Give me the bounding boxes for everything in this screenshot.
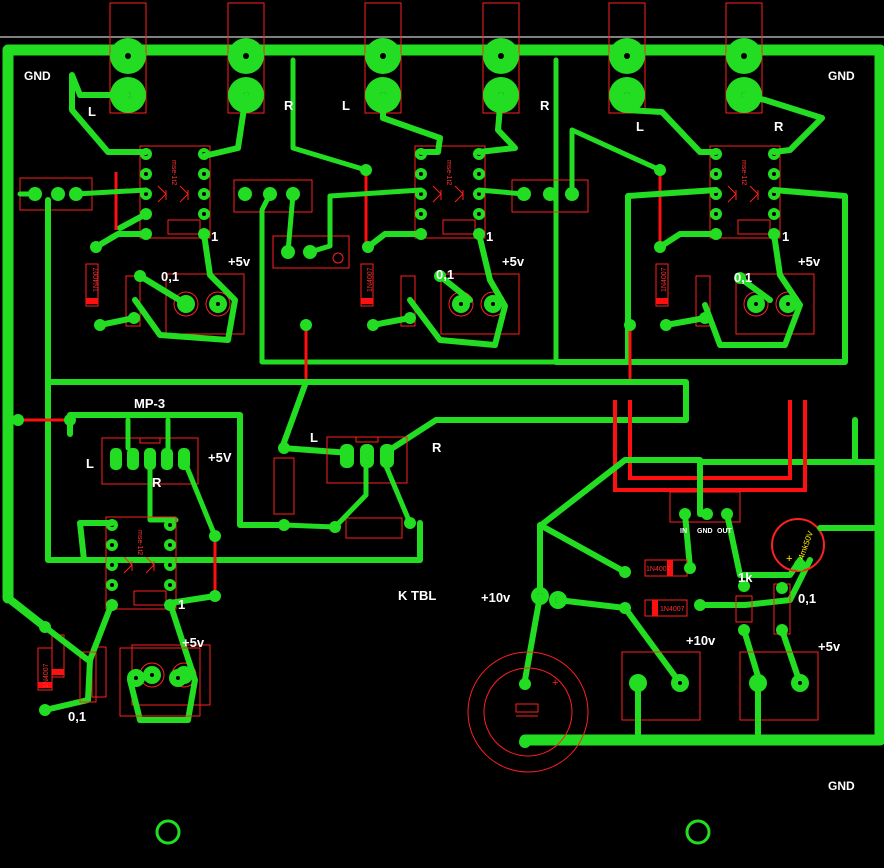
reg-out-label: OUT bbox=[717, 528, 733, 535]
supply-label: +5v bbox=[818, 639, 841, 654]
plus-mark: + bbox=[786, 553, 792, 565]
gnd-label: GND bbox=[828, 69, 855, 83]
channel-1 bbox=[17, 72, 249, 343]
pin1-label: 1 bbox=[486, 229, 493, 244]
reg-in-label: IN bbox=[680, 528, 687, 535]
reg-gnd-label: GND bbox=[697, 528, 713, 535]
diode-label: 1N4007 bbox=[646, 566, 671, 573]
cap-label: 0,1 bbox=[161, 269, 179, 284]
gnd-frame bbox=[2, 44, 884, 746]
ch2-right-label: R bbox=[540, 98, 550, 113]
opamp-label: mse-1t2 bbox=[445, 160, 452, 185]
mount-hole-left bbox=[155, 819, 181, 845]
supply-label: +10v bbox=[481, 590, 511, 605]
mid-left-label: L bbox=[310, 430, 318, 445]
ktbl-label: K TBL bbox=[398, 588, 436, 603]
diode-label: 1N4007 bbox=[661, 267, 668, 292]
pin1-label: 1 bbox=[211, 229, 218, 244]
mp3-module bbox=[37, 417, 221, 723]
channel-3 bbox=[476, 92, 848, 382]
opamp-label: mse-1t2 bbox=[170, 160, 177, 185]
mp3-right-label: R bbox=[152, 475, 162, 490]
ch3-left-label: L bbox=[636, 119, 644, 134]
gnd-label: GND bbox=[24, 69, 51, 83]
mid-connector bbox=[273, 436, 416, 539]
channel-2 bbox=[233, 57, 559, 382]
resistor-label: 1k bbox=[738, 570, 753, 585]
cap-label: 0,1 bbox=[798, 591, 816, 606]
cap-label: 0,1 bbox=[68, 709, 86, 724]
diode-label: 1N4007 bbox=[367, 267, 374, 292]
ch2-left-label: L bbox=[342, 98, 350, 113]
cap-label: 0,1 bbox=[734, 270, 752, 285]
ch1-right-label: R bbox=[284, 98, 294, 113]
opamp-label: mse-1t2 bbox=[740, 160, 747, 185]
diode-label: 1N4007 bbox=[43, 663, 50, 688]
ch3-right-label: R bbox=[774, 119, 784, 134]
mount-hole-right bbox=[685, 819, 711, 845]
pin1-label: 1 bbox=[178, 597, 185, 612]
mp3-left-label: L bbox=[86, 456, 94, 471]
diode-label: 1N4007 bbox=[93, 267, 100, 292]
supply-label: +5v bbox=[502, 254, 525, 269]
gnd-label: GND bbox=[828, 779, 855, 793]
supply-label: +10v bbox=[686, 633, 716, 648]
mp3-supply-label: +5V bbox=[208, 450, 232, 465]
pin1-label: 1 bbox=[782, 229, 789, 244]
cap-label: 0,1 bbox=[436, 267, 454, 282]
ch1-left-label: L bbox=[88, 104, 96, 119]
mp3-title: MP-3 bbox=[134, 396, 165, 411]
mid-right-label: R bbox=[432, 440, 442, 455]
plus-mark: + bbox=[552, 677, 558, 689]
supply-label: +5v bbox=[182, 635, 205, 650]
supply-label: +5v bbox=[228, 254, 251, 269]
supply-label: +5v bbox=[798, 254, 821, 269]
opamp-label: mse-1t2 bbox=[136, 530, 143, 555]
power-section bbox=[467, 400, 883, 773]
diode-label: 1N4007 bbox=[660, 606, 685, 613]
